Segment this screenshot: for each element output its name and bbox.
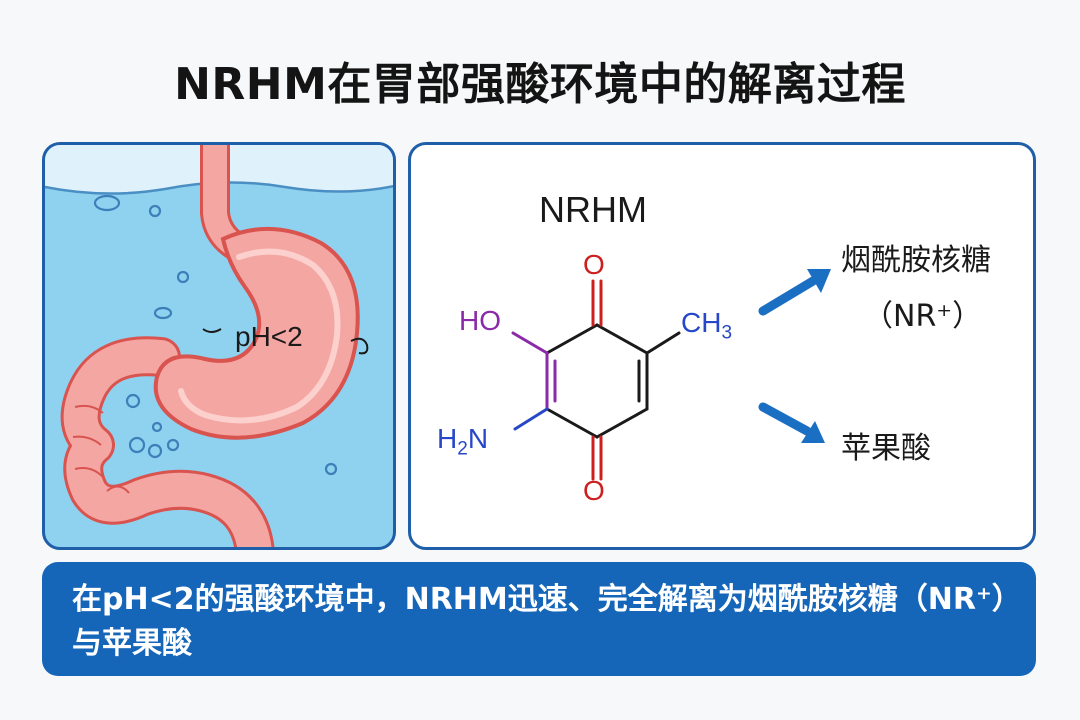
bond-methyl (645, 331, 681, 355)
page-title: NRHM在胃部强酸环境中的解离过程 (174, 59, 906, 110)
stomach-illustration (45, 145, 393, 547)
arrow-down-shaft (758, 402, 812, 436)
arrow-up-head (807, 269, 831, 293)
bond-c4-c5 (545, 407, 599, 439)
stomach (153, 226, 360, 440)
intestine-folds (72, 404, 130, 494)
ph-label: pH<2 (235, 321, 303, 352)
summary-banner: 在pH<2的强酸环境中，NRHM迅速、完全解离为烟酰胺核糖（NR⁺）与苹果酸 (42, 562, 1036, 676)
stomach-highlight (178, 248, 341, 424)
atom-methyl: CH3 (681, 307, 732, 345)
amino-subscript: 2 (457, 438, 468, 460)
product-nr-formula: （NR⁺） (863, 299, 983, 334)
arrow-up-shaft (758, 276, 818, 316)
atom-oxygen-bottom: O (583, 475, 605, 506)
methyl-subscript: 3 (721, 322, 733, 344)
arrow-down-head (801, 421, 825, 443)
atom-oxygen-top: O (583, 249, 605, 280)
reaction-arrows (758, 269, 831, 443)
atom-amino: H2N (437, 423, 488, 461)
molecule-name: NRHM (539, 189, 647, 230)
amino-n: N (467, 423, 489, 454)
stomach-panel: pH<2 (42, 142, 396, 550)
bond-c1-c2 (595, 323, 649, 355)
label-squiggle-right (350, 337, 369, 355)
intestine (63, 339, 272, 547)
bond-hydroxyl (511, 331, 549, 355)
bond-c3-c4 (595, 407, 649, 439)
product-malic-acid: 苹果酸 (841, 431, 931, 466)
bond-c6-c1 (545, 323, 599, 355)
atom-hydroxyl: HO (459, 305, 501, 336)
label-squiggle-left (202, 328, 222, 333)
bubbles (93, 194, 338, 476)
molecule-structure (511, 269, 831, 481)
amino-h: H (437, 423, 458, 454)
molecule-panel: NRHM O O HO CH3 H2N 烟酰胺核糖 （NR⁺） 苹果酸 (408, 142, 1036, 550)
methyl-c: CH (681, 307, 722, 338)
product-nr-name: 烟酰胺核糖 (841, 243, 991, 278)
bond-amino (513, 407, 549, 431)
